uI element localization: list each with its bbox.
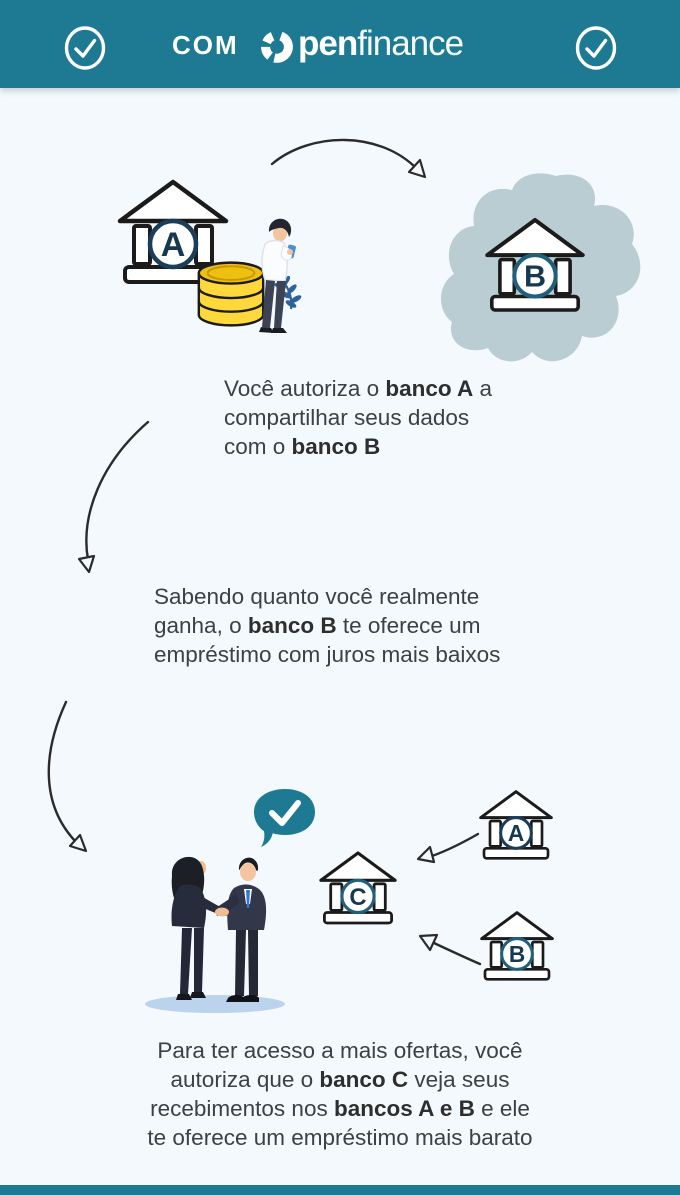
bank-a-small-building: A <box>479 790 553 860</box>
text-line: te oferece um empréstimo mais barato <box>147 1125 533 1150</box>
footer-bar <box>0 1185 680 1195</box>
speech-bubble-check-icon <box>254 789 315 847</box>
step1-text: Você autoriza o banco A a compartilhar se… <box>224 374 492 461</box>
text-line: empréstimo com juros mais baixos <box>154 642 501 667</box>
person-with-phone <box>259 218 296 333</box>
text-line: autoriza que o banco C veja seus <box>170 1067 510 1092</box>
text-line: Para ter acesso a mais ofertas, você <box>157 1038 523 1063</box>
bank-c-building: C <box>319 851 397 925</box>
text-line: Você autoriza o banco A a <box>224 376 493 401</box>
bank-b-small-building: B <box>480 911 554 981</box>
bank-letter-b: B <box>524 260 546 294</box>
arrow-a-to-c-icon <box>416 832 480 864</box>
curved-arrow-step1-icon <box>270 138 427 179</box>
handshake-people <box>145 856 285 1013</box>
bank-letter-c: C <box>349 884 366 911</box>
text-line: ganha, o banco B te oferece um <box>154 613 481 638</box>
logo-finance-text: finance <box>357 24 464 63</box>
text-line: recebimentos nos bancos A e B e ele <box>150 1096 530 1121</box>
bank-b-building: B <box>485 217 585 312</box>
bank-letter-a: A <box>161 226 186 264</box>
arrow-b-to-c-icon <box>418 933 482 966</box>
text-line: compartilhar seus dados <box>224 405 470 430</box>
bank-a-building: A <box>117 179 229 284</box>
com-label: COM <box>172 30 239 60</box>
check-circle-left-icon <box>64 26 106 70</box>
bank-letter-b-small: B <box>509 941 525 967</box>
logo-o-icon <box>261 30 293 63</box>
step3-text: Para ter acesso a mais ofertas, você auto… <box>0 1036 680 1152</box>
bank-letter-a-small: A <box>508 820 524 846</box>
curved-arrow-step2-icon <box>77 420 150 574</box>
check-circle-right-icon <box>575 26 617 70</box>
text-line: com o banco B <box>224 434 381 459</box>
coins-stack-icon <box>197 261 265 327</box>
curved-arrow-step3-icon <box>47 700 88 853</box>
step2-text: Sabendo quanto você realmente ganha, o ba… <box>154 582 500 669</box>
text-line: Sabendo quanto você realmente <box>154 584 480 609</box>
logo-open-text: pen <box>298 24 358 63</box>
